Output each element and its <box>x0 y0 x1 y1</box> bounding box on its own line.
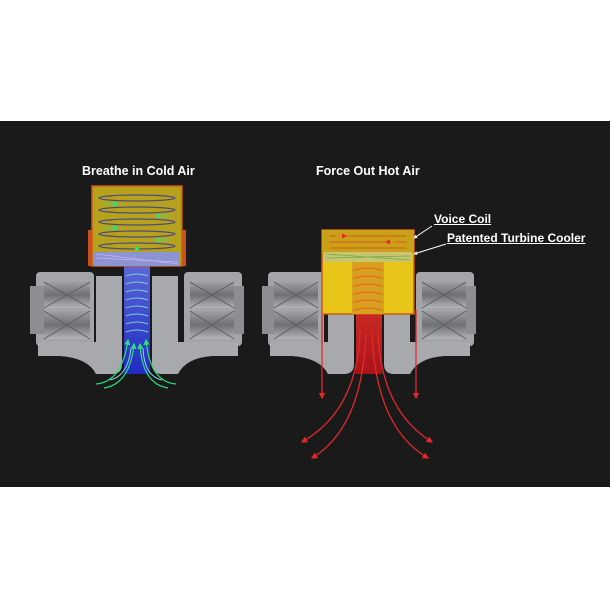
left-turbine-fins <box>125 273 149 333</box>
left-cold-air-flow <box>95 338 177 389</box>
turbine-cooler-label: Patented Turbine Cooler <box>447 231 586 245</box>
right-panel-title: Force Out Hot Air <box>316 164 420 178</box>
right-speaker-assembly <box>262 225 476 459</box>
right-left-magnet-block <box>262 272 324 346</box>
callout-leaders <box>413 225 447 255</box>
right-voice-coil <box>321 229 415 315</box>
left-panel-title: Breathe in Cold Air <box>82 164 195 178</box>
left-cold-air-channel <box>124 266 150 374</box>
right-magnet-block <box>184 272 244 346</box>
left-magnet-block <box>30 272 94 346</box>
voice-coil-label: Voice Coil <box>434 212 492 226</box>
left-voice-coil <box>88 185 186 267</box>
left-pole-piece <box>38 276 122 374</box>
left-speaker-assembly <box>30 185 244 389</box>
right-hot-air-flow <box>300 310 434 459</box>
right-right-magnet-block <box>416 272 476 346</box>
